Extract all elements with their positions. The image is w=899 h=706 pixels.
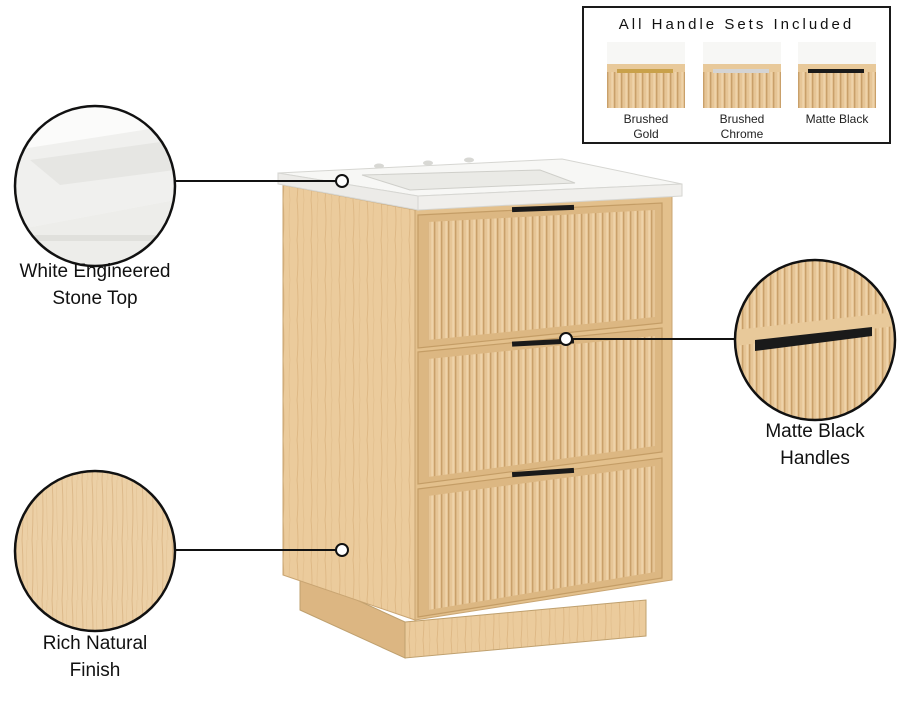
swatch-label-line: Brushed: [719, 112, 765, 126]
finish-label-line-1: Rich Natural: [42, 633, 148, 654]
stone-top-label-line-2: Stone Top: [52, 288, 138, 309]
stone-top-label: White Engineered Stone Top: [0, 258, 190, 312]
handle-sets-title: All Handle Sets Included: [618, 16, 855, 33]
drawer-bottom: [417, 457, 663, 618]
stone-top: [277, 157, 683, 211]
swatch-label-brushed-chrome: Brushed Chrome: [697, 112, 787, 142]
swatch-matte-black: [798, 42, 876, 108]
finish-label-line-2: Finish: [69, 660, 121, 681]
handles-label-line-2: Handles: [780, 448, 850, 469]
vanity-side-panel: [282, 184, 416, 621]
swatch-label-line: Brushed: [623, 112, 669, 126]
callout-stone-top: [13, 104, 349, 268]
swatch-brushed-gold: [607, 42, 685, 108]
handles-label-line-1: Matte Black: [765, 421, 865, 442]
callout-finish: [13, 469, 349, 633]
callout-handles: [559, 258, 897, 422]
swatch-label-line: Matte Black: [805, 112, 869, 126]
swatch-brushed-chrome: [703, 42, 781, 108]
drawer-handle: [511, 338, 575, 347]
drawer-handle: [511, 204, 575, 213]
swatch-label-matte-black: Matte Black: [792, 112, 882, 127]
vanity-plinth: [299, 573, 647, 659]
swatch-label-line: Gold: [633, 127, 659, 141]
stone-top-label-line-1: White Engineered: [19, 261, 171, 282]
finish-label: Rich Natural Finish: [0, 630, 190, 684]
swatch-label-line: Chrome: [720, 127, 764, 141]
handle-sets-panel: All Handle Sets Included Brushed Gold Br…: [582, 6, 891, 144]
handles-label: Matte Black Handles: [735, 418, 895, 472]
swatch-label-brushed-gold: Brushed Gold: [601, 112, 691, 142]
drawer-middle: [417, 327, 663, 485]
drawer-handle: [511, 467, 575, 478]
drawer-top: [417, 202, 663, 349]
